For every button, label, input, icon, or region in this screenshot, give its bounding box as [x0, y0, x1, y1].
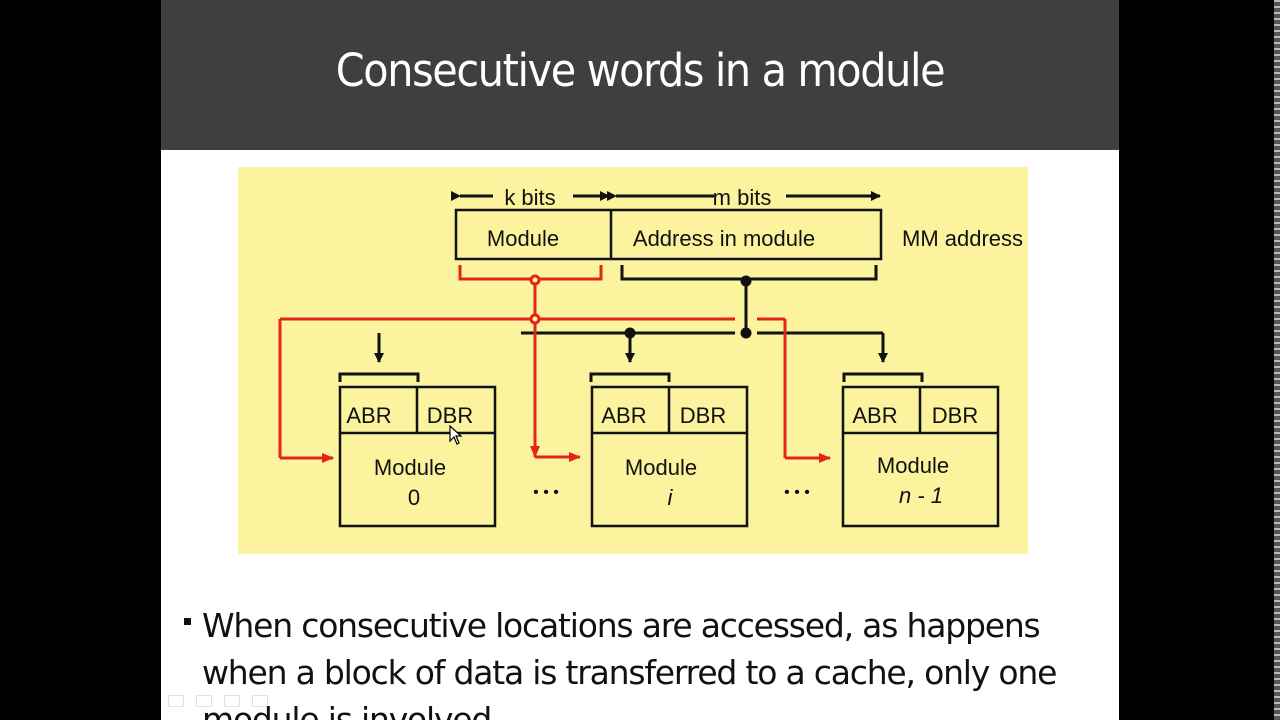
module-i-dbr: DBR	[680, 403, 726, 428]
menu-icon[interactable]	[224, 695, 240, 707]
module-0-abr: ABR	[346, 403, 391, 428]
module-0: ABR DBR Module 0	[338, 385, 497, 528]
title-bar: Consecutive words in a module	[161, 0, 1119, 150]
k-bits-dimension: k bits	[451, 185, 610, 210]
mm-address-register: Module Address in module	[454, 208, 883, 261]
module-n-1: ABR DBR Module n - 1	[841, 385, 1000, 528]
diagram-svg: k bits m bits Module Address in module M…	[278, 185, 1023, 528]
bullet-marker	[184, 618, 191, 625]
module-i-label: Module	[625, 455, 697, 480]
module-0-label: Module	[374, 455, 446, 480]
module-n-1-dbr: DBR	[932, 403, 978, 428]
module-0-dbr: DBR	[427, 403, 473, 428]
memory-module-diagram: k bits m bits Module Address in module M…	[238, 167, 1028, 554]
mm-address-label: MM address	[902, 226, 1023, 251]
module-n-1-index: n - 1	[899, 483, 943, 508]
module-i-index: i	[668, 485, 674, 510]
address-in-module-field-label: Address in module	[633, 226, 815, 251]
module-i-abr: ABR	[601, 403, 646, 428]
next-slide-icon[interactable]	[252, 695, 268, 707]
previous-slide-icon[interactable]	[168, 695, 184, 707]
k-bits-label: k bits	[504, 185, 555, 210]
mouse-pointer-icon	[449, 425, 463, 445]
module-field-label: Module	[487, 226, 559, 251]
m-bits-label: m bits	[713, 185, 772, 210]
pen-icon[interactable]	[196, 695, 212, 707]
slide: Consecutive words in a module k bits	[161, 0, 1119, 720]
scrollbar-strip[interactable]	[1274, 0, 1280, 720]
bullet-text: When consecutive locations are accessed,…	[202, 606, 1057, 720]
slide-title: Consecutive words in a module	[335, 44, 946, 97]
module-n-1-abr: ABR	[852, 403, 897, 428]
module-select-path	[278, 265, 831, 463]
module-0-index: 0	[408, 485, 420, 510]
address-bus	[338, 265, 924, 382]
m-bits-dimension: m bits	[607, 185, 881, 210]
module-n-1-label: Module	[877, 453, 949, 478]
ellipsis-left: • • •	[533, 484, 559, 501]
ellipsis-right: • • •	[784, 484, 810, 501]
module-i: ABR DBR Module i	[590, 385, 749, 528]
presentation-toolbar[interactable]	[168, 694, 288, 710]
